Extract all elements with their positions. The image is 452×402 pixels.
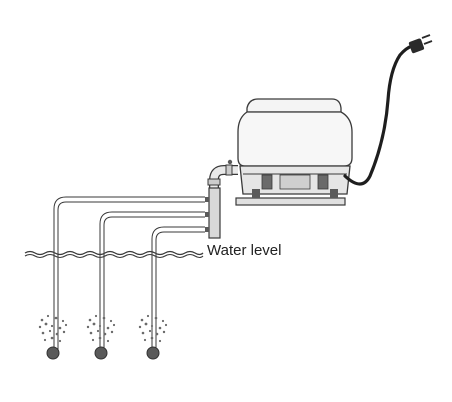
manifold-icon — [205, 187, 221, 239]
air-pump-icon — [237, 98, 353, 198]
air-stone-icon — [146, 346, 160, 360]
air-tube-2 — [99, 211, 205, 350]
air-stone-2 — [86, 314, 116, 360]
water-level-label: Water level — [207, 242, 282, 259]
air-stone-1 — [38, 314, 68, 360]
water-level-line-2 — [24, 253, 204, 259]
air-stone-icon — [46, 346, 60, 360]
base-plate — [235, 197, 346, 206]
outlet-elbow — [207, 159, 238, 188]
air-stone-icon — [94, 346, 108, 360]
bubbles-2 — [86, 314, 116, 343]
air-tube-1 — [53, 196, 205, 350]
air-stone-3 — [138, 314, 168, 360]
power-plug-icon — [408, 34, 433, 54]
power-cord — [343, 44, 414, 186]
air-tube-3 — [151, 226, 205, 350]
water-level-line — [24, 250, 204, 256]
bubbles-3 — [138, 314, 168, 343]
bubbles-1 — [38, 314, 68, 343]
